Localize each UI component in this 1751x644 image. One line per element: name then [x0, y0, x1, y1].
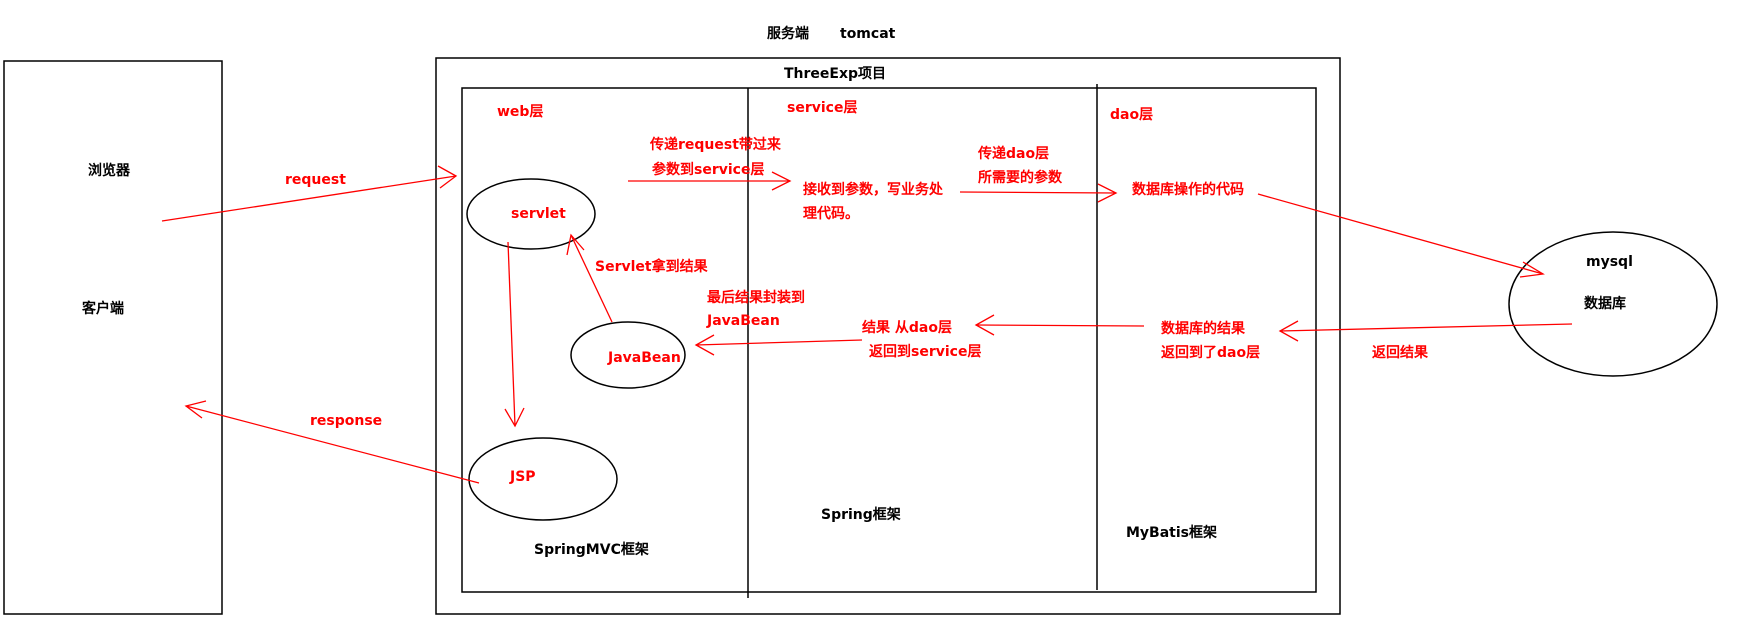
servlet-label: servlet [511, 206, 566, 222]
client-box [3, 60, 223, 615]
to-jsp-arrow [507, 241, 516, 427]
response-label: response [310, 413, 383, 429]
db-result-line1: 数据库的结果 [1161, 321, 1245, 337]
to-mysql-arrowhead [1519, 261, 1545, 278]
request-arrowhead [437, 165, 458, 189]
response-arrow [185, 405, 480, 484]
to-jsp-arrowhead [504, 407, 525, 428]
dao-to-service-arrowhead [974, 314, 995, 336]
from-dao-line2: 返回到service层 [869, 344, 982, 360]
mysql-node [1508, 231, 1718, 377]
return-result-label: 返回结果 [1372, 345, 1428, 361]
to-dao-arrow [959, 191, 1117, 194]
wrap-line2: JavaBean [707, 313, 780, 329]
pass-dao-line2: 所需要的参数 [978, 170, 1062, 186]
servlet-node [466, 178, 596, 250]
return-result-arrowhead [1278, 320, 1299, 342]
spring-label: Spring框架 [821, 507, 901, 523]
db-result-line2: 返回到了dao层 [1161, 345, 1261, 361]
servlet-got-result-label: Servlet拿到结果 [595, 259, 708, 275]
return-result-arrow [1279, 323, 1573, 332]
springmvc-label: SpringMVC框架 [534, 542, 649, 558]
dao-to-service-arrow [975, 324, 1145, 327]
request-label: request [285, 172, 346, 188]
response-arrowhead [184, 400, 207, 419]
service-receive-line2: 理代码。 [803, 206, 859, 222]
server-label: 服务端 [767, 26, 809, 42]
mysql-label: mysql [1586, 254, 1633, 270]
to-dao-arrowhead [1097, 183, 1118, 203]
javabean-node [570, 321, 686, 389]
service-receive-line1: 接收到参数，写业务处 [803, 182, 943, 198]
dao-layer-label: dao层 [1110, 107, 1154, 123]
pass-request-line1: 传递request带过来 [650, 137, 781, 153]
browser-label: 浏览器 [88, 163, 130, 179]
database-label: 数据库 [1584, 296, 1626, 312]
pass-dao-line1: 传递dao层 [978, 146, 1050, 162]
project-title: ThreeExp项目 [784, 66, 887, 82]
service-layer-label: service层 [787, 100, 858, 116]
db-code-label: 数据库操作的代码 [1132, 182, 1244, 198]
to-javabean-arrow [695, 339, 863, 346]
wrap-line1: 最后结果封装到 [707, 290, 805, 306]
request-arrow [161, 175, 457, 222]
web-layer-label: web层 [497, 104, 544, 120]
to-servlet-arrow [570, 234, 613, 323]
javabean-label: JavaBean [608, 350, 681, 366]
jsp-node [468, 437, 618, 521]
pass-request-line2: 参数到service层 [652, 162, 765, 178]
to-javabean-arrowhead [694, 334, 715, 356]
server-name: tomcat [840, 26, 896, 42]
to-service-arrowhead [771, 171, 792, 191]
to-mysql-arrow [1257, 193, 1544, 275]
project-box [461, 87, 1317, 593]
jsp-label: JSP [510, 469, 536, 485]
from-dao-line1: 结果 从dao层 [862, 320, 952, 336]
client-label: 客户端 [82, 301, 124, 317]
to-servlet-arrowhead [566, 233, 585, 256]
server-box [435, 57, 1341, 615]
mybatis-label: MyBatis框架 [1126, 525, 1217, 541]
